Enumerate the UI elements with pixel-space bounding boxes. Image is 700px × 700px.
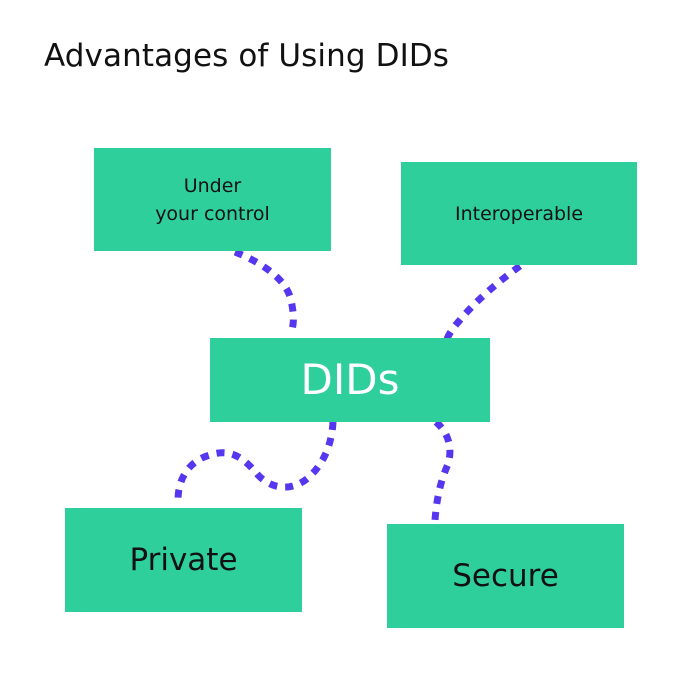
node-dids: DIDs: [210, 338, 490, 422]
node-interoperable-label: Interoperable: [454, 202, 584, 225]
node-private-label: Private: [129, 542, 238, 578]
node-private: Private: [65, 508, 302, 612]
node-under-your-control: Under your control: [94, 148, 331, 251]
connector-control-to-dids: [233, 248, 297, 331]
node-interoperable: Interoperable: [401, 162, 637, 265]
node-under-your-control-label: Under your control: [155, 172, 270, 228]
node-dids-label: DIDs: [300, 355, 400, 404]
node-secure-label: Secure: [452, 558, 559, 594]
connector-dids-to-private: [174, 421, 337, 501]
node-under-your-control-line-1: Under: [183, 174, 242, 197]
diagram-title: Advantages of Using DIDs: [44, 38, 450, 74]
node-under-your-control-line-2: your control: [155, 202, 270, 225]
node-secure: Secure: [387, 524, 624, 628]
connector-interoperable-to-dids: [443, 263, 523, 341]
connector-dids-to-secure: [431, 419, 454, 521]
